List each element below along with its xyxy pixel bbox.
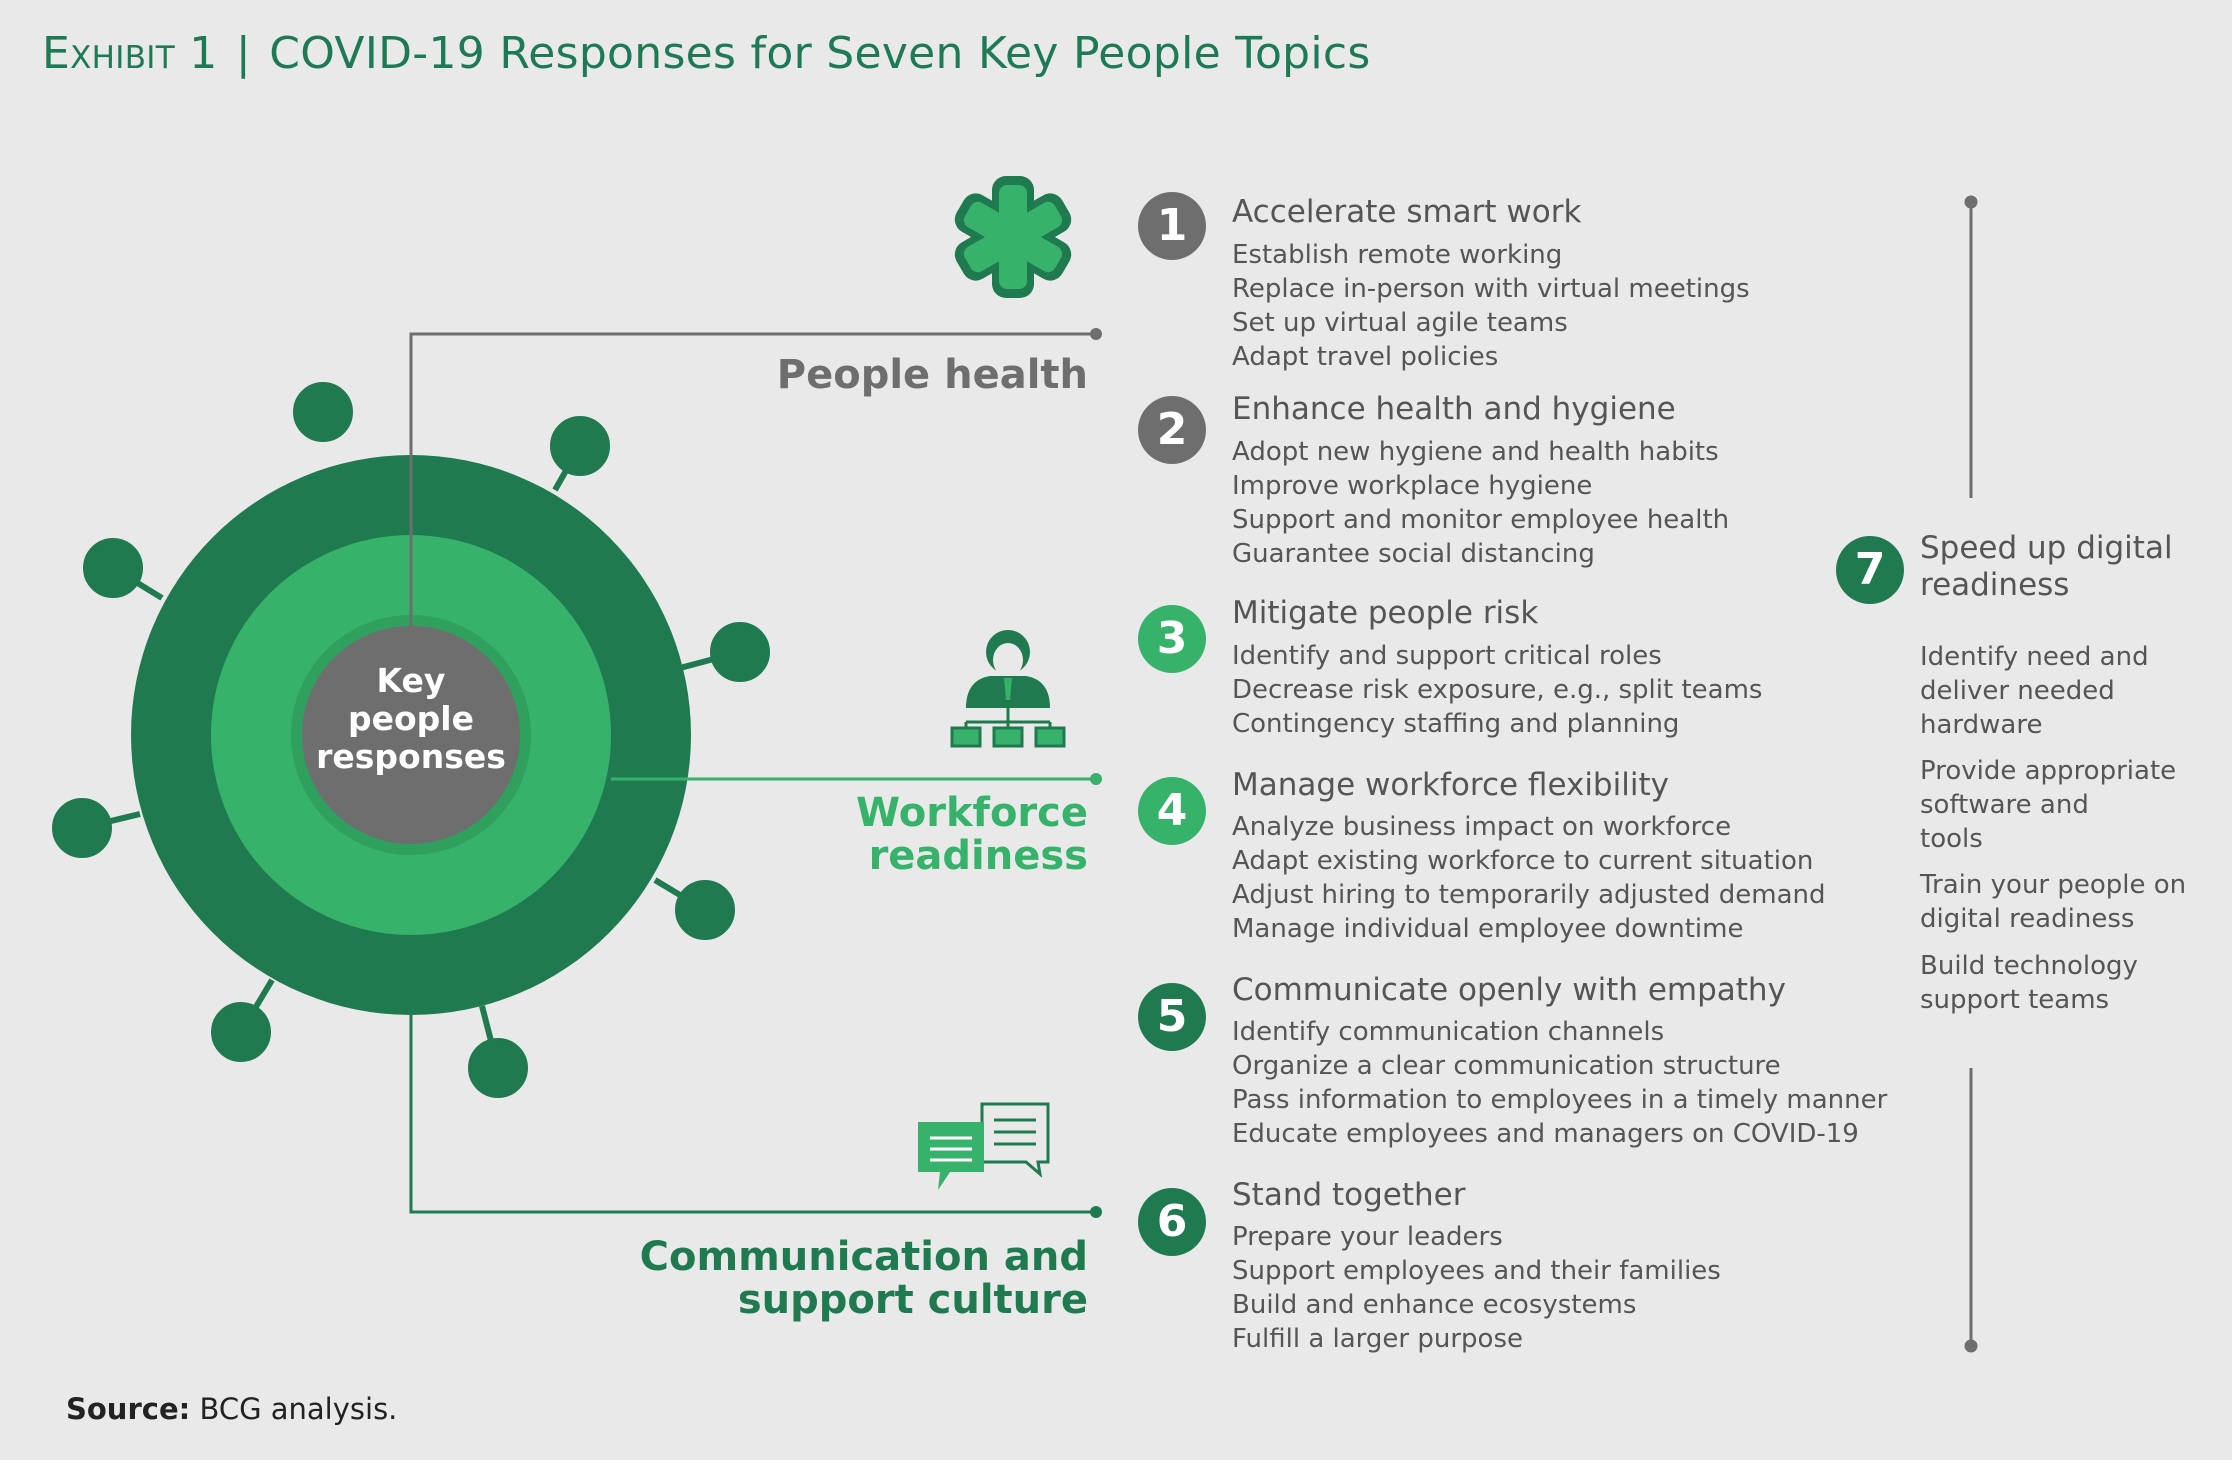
- topic7-bracket: [1964, 195, 1978, 1353]
- topic-item: Guarantee social distancing: [1232, 539, 1595, 569]
- topic-7-item-line: hardware: [1920, 710, 2043, 740]
- topic-7-item-line: Build technology: [1920, 951, 2138, 981]
- topic-1-number: 1: [1138, 192, 1206, 260]
- topic-7-item-line: Train your people on: [1920, 870, 2187, 900]
- topic-item: Adjust hiring to temporarily adjusted de…: [1232, 880, 1826, 910]
- category-workforce-readiness: Workforce readiness: [856, 792, 1088, 878]
- category-workforce-line2: readiness: [868, 832, 1088, 879]
- topic-7-number: 7: [1836, 536, 1904, 604]
- topic-3-title: Mitigate people risk: [1232, 595, 1539, 631]
- topic-item: Replace in-person with virtual meetings: [1232, 274, 1750, 304]
- topic-item: Establish remote working: [1232, 240, 1563, 270]
- source-label: Source:: [66, 1392, 191, 1426]
- chat-bubbles-icon: [918, 1102, 1050, 1190]
- topic-3-number: 3: [1138, 605, 1206, 673]
- category-communication-support: Communication and support culture: [640, 1236, 1088, 1322]
- virus-spike-ball: [550, 416, 610, 476]
- center-label-line2: people: [348, 699, 474, 738]
- topic-item: Support employees and their families: [1232, 1256, 1721, 1286]
- topic-4-number: 4: [1138, 777, 1206, 845]
- virus-spike-ball: [675, 880, 735, 940]
- title-text: COVID-19 Responses for Seven Key People …: [269, 28, 1371, 79]
- topic-item: Adapt travel policies: [1232, 342, 1499, 372]
- topic-7-item-line: tools: [1920, 824, 1983, 854]
- center-label-line3: responses: [316, 737, 506, 776]
- virus-spike-ball: [293, 382, 353, 442]
- center-circle: [302, 626, 520, 844]
- topic-item: Educate employees and managers on COVID-…: [1232, 1119, 1859, 1149]
- topic-1-title: Accelerate smart work: [1232, 194, 1582, 230]
- topic-item: Identify communication channels: [1232, 1017, 1665, 1047]
- virus-spike-ball: [83, 538, 143, 598]
- topic-item: Analyze business impact on workforce: [1232, 812, 1732, 842]
- connector-people-health: [409, 328, 1102, 626]
- topic-4-title: Manage workforce flexibility: [1232, 767, 1669, 803]
- center-label-line1: Key: [376, 661, 446, 700]
- exhibit-label: Exhibit 1: [42, 28, 218, 79]
- category-people-health-line1: People health: [776, 352, 1088, 398]
- medical-star-icon: [954, 176, 1072, 298]
- topic-3-items: Identify and support critical roles Decr…: [1232, 639, 1762, 741]
- topic-7-item-line: Provide appropriate: [1920, 756, 2177, 786]
- topic-5-items: Identify communication channels Organize…: [1232, 1015, 1887, 1151]
- category-communication-line2: support culture: [737, 1276, 1088, 1323]
- topic-item: Organize a clear communication structure: [1232, 1051, 1781, 1081]
- topic-item: Adapt existing workforce to current situ…: [1232, 846, 1814, 876]
- topic-6-title: Stand together: [1232, 1177, 1466, 1213]
- topic-item: Support and monitor employee health: [1232, 505, 1730, 535]
- topic-2-items: Adopt new hygiene and health habits Impr…: [1232, 435, 1729, 571]
- topic-7-item-line: Identify need and: [1920, 642, 2149, 672]
- topic-2-number: 2: [1138, 396, 1206, 464]
- topic-7-title: Speed up digital readiness: [1920, 530, 2200, 604]
- topic-7-item-line: deliver needed: [1920, 676, 2115, 706]
- topic-7-title-line1: Speed up digital: [1920, 530, 2173, 566]
- topic-7-item: Identify need and deliver needed hardwar…: [1920, 640, 2210, 742]
- virus-spike-ball: [52, 798, 112, 858]
- topic-7-item: Provide appropriate software and tools: [1920, 754, 2210, 856]
- topic-7-title-line2: readiness: [1920, 567, 2070, 603]
- connector-workforce: [611, 773, 1102, 785]
- category-workforce-line1: Workforce: [856, 790, 1088, 836]
- connector-communication: [409, 1015, 1102, 1218]
- topic-item: Pass information to employees in a timel…: [1232, 1085, 1888, 1115]
- topic-item: Adopt new hygiene and health habits: [1232, 437, 1719, 467]
- source-text: BCG analysis.: [199, 1392, 398, 1426]
- topic-6-items: Prepare your leaders Support employees a…: [1232, 1220, 1721, 1356]
- topic-6-number: 6: [1138, 1188, 1206, 1256]
- topic-7-item: Train your people on digital readiness: [1920, 868, 2210, 936]
- center-label: Key people responses: [301, 662, 521, 776]
- virus-spike-ball: [710, 622, 770, 682]
- category-communication-line1: Communication and: [639, 1234, 1088, 1280]
- topic-7-item-line: software and: [1920, 790, 2089, 820]
- source-note: Source: BCG analysis.: [66, 1392, 397, 1426]
- topic-item: Decrease risk exposure, e.g., split team…: [1232, 675, 1763, 705]
- topic-5-number: 5: [1138, 983, 1206, 1051]
- topic-item: Identify and support critical roles: [1232, 641, 1662, 671]
- topic-item: Build and enhance ecosystems: [1232, 1290, 1637, 1320]
- topic-item: Prepare your leaders: [1232, 1222, 1503, 1252]
- topic-7-item: Build technology support teams: [1920, 949, 2210, 1017]
- topic-item: Improve workplace hygiene: [1232, 471, 1593, 501]
- topic-item: Contingency staffing and planning: [1232, 709, 1680, 739]
- topic-item: Fulfill a larger purpose: [1232, 1324, 1523, 1354]
- virus-spike-ball: [468, 1038, 528, 1098]
- topic-5-title: Communicate openly with empathy: [1232, 972, 1786, 1008]
- topic-4-items: Analyze business impact on workforce Ada…: [1232, 810, 1826, 946]
- topic-1-items: Establish remote working Replace in-pers…: [1232, 238, 1750, 374]
- org-chart-person-icon: [950, 630, 1066, 748]
- topic-item: Manage individual employee downtime: [1232, 914, 1744, 944]
- topic-7-item-line: digital readiness: [1920, 904, 2135, 934]
- exhibit-title: Exhibit 1 | COVID-19 Responses for Seven…: [42, 28, 1371, 79]
- virus-spikes: [52, 382, 770, 1098]
- topic-7-item-line: support teams: [1920, 985, 2110, 1015]
- category-people-health: People health: [777, 354, 1088, 397]
- virus-spike-ball: [211, 1002, 271, 1062]
- topic-item: Set up virtual agile teams: [1232, 308, 1568, 338]
- title-separator: |: [221, 28, 266, 79]
- topic-2-title: Enhance health and hygiene: [1232, 391, 1676, 427]
